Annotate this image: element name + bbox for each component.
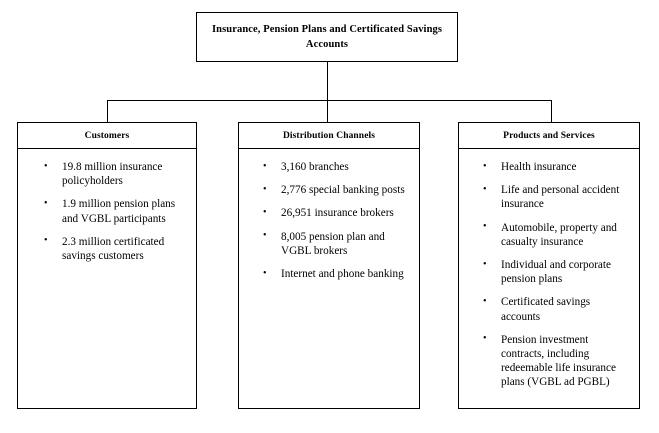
column-customers: Customers 19.8 million insurance policyh… xyxy=(17,122,197,409)
list-item: 1.9 million pension plans and VGBL parti… xyxy=(18,197,190,225)
column-distribution-channels-list: 3,160 branches 2,776 special banking pos… xyxy=(239,149,419,281)
list-item: Pension investment contracts, including … xyxy=(459,332,633,390)
list-item: Individual and corporate pension plans xyxy=(459,258,633,286)
column-distribution-channels: Distribution Channels 3,160 branches 2,7… xyxy=(238,122,420,409)
list-item: 2.3 million certificated savings custome… xyxy=(18,234,190,263)
root-node-label: Insurance, Pension Plans and Certificate… xyxy=(211,24,443,50)
list-item: 26,951 insurance brokers xyxy=(239,206,413,220)
list-item: 2,776 special banking posts xyxy=(239,183,413,197)
connector-root-to-bus xyxy=(326,62,328,101)
list-item: 8,005 pension plan and VGBL brokers xyxy=(239,229,413,258)
list-item: Internet and phone banking xyxy=(239,267,413,281)
column-distribution-channels-header: Distribution Channels xyxy=(239,123,419,149)
connector-horizontal-bus xyxy=(107,100,552,102)
column-products-and-services-list: Health insurance Life and personal accid… xyxy=(459,149,639,390)
list-item: 19.8 million insurance policyholders xyxy=(18,159,190,188)
column-customers-header: Customers xyxy=(18,123,196,149)
column-products-and-services: Products and Services Health insurance L… xyxy=(458,122,640,409)
list-item: Health insurance xyxy=(459,159,633,174)
list-item: Life and personal accident insurance xyxy=(459,183,633,211)
list-item: Certificated savings accounts xyxy=(459,295,633,323)
root-node: Insurance, Pension Plans and Certificate… xyxy=(196,12,458,62)
column-products-and-services-header: Products and Services xyxy=(459,123,639,149)
list-item: Automobile, property and casualty insura… xyxy=(459,220,633,249)
list-item: 3,160 branches xyxy=(239,159,413,174)
connector-bus-to-column-3 xyxy=(550,100,552,122)
connector-bus-to-column-1 xyxy=(106,100,108,122)
column-customers-list: 19.8 million insurance policyholders 1.9… xyxy=(18,149,196,263)
connector-bus-to-column-2 xyxy=(326,100,328,122)
